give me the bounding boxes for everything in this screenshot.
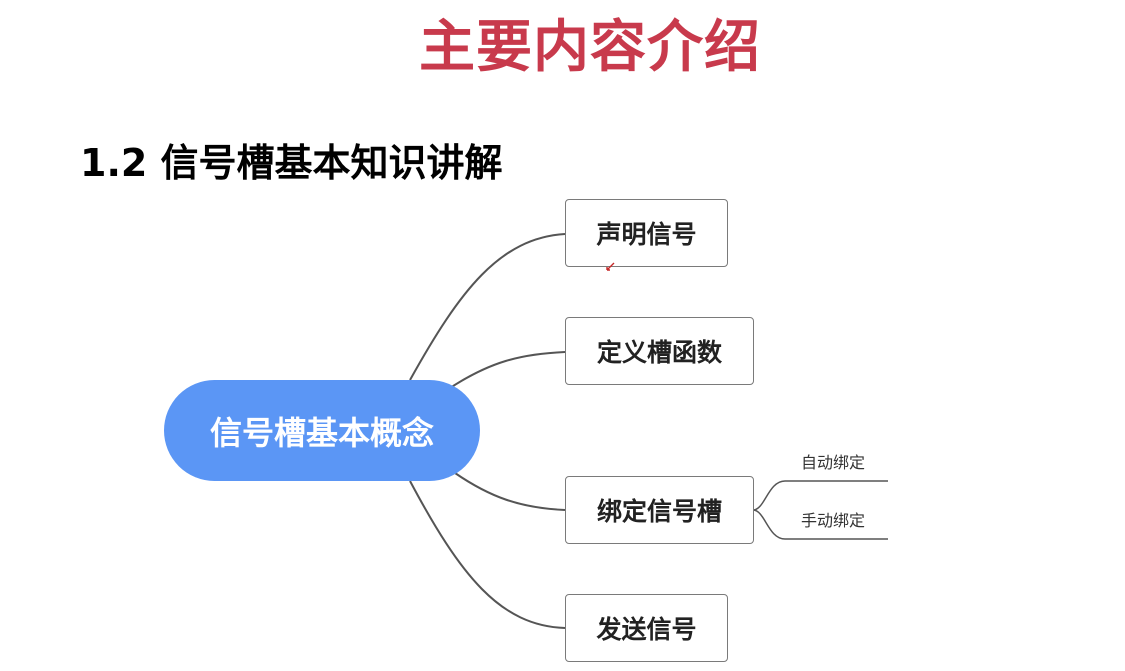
connector-branch-3-to-child-1	[752, 480, 888, 511]
leaf-node-2: 手动绑定	[801, 511, 866, 530]
cursor-icon	[606, 262, 615, 271]
section-heading: 1.2 信号槽基本知识讲解	[80, 141, 503, 185]
central-node: 信号槽基本概念	[164, 380, 480, 481]
connector-branch-3-to-child-2	[752, 509, 888, 540]
branch-node-4: 发送信号	[565, 594, 728, 662]
connector-central-to-branch-2	[449, 351, 566, 389]
connector-central-to-branch-1	[409, 233, 566, 381]
connector-central-to-branch-4	[409, 480, 566, 629]
page-title: 主要内容介绍	[419, 15, 761, 80]
branch-node-1: 声明信号	[565, 199, 728, 267]
branch-node-2: 定义槽函数	[565, 317, 754, 385]
branch-node-3: 绑定信号槽	[565, 476, 754, 544]
leaf-node-1: 自动绑定	[801, 453, 866, 472]
connector-central-to-branch-3	[454, 472, 566, 511]
